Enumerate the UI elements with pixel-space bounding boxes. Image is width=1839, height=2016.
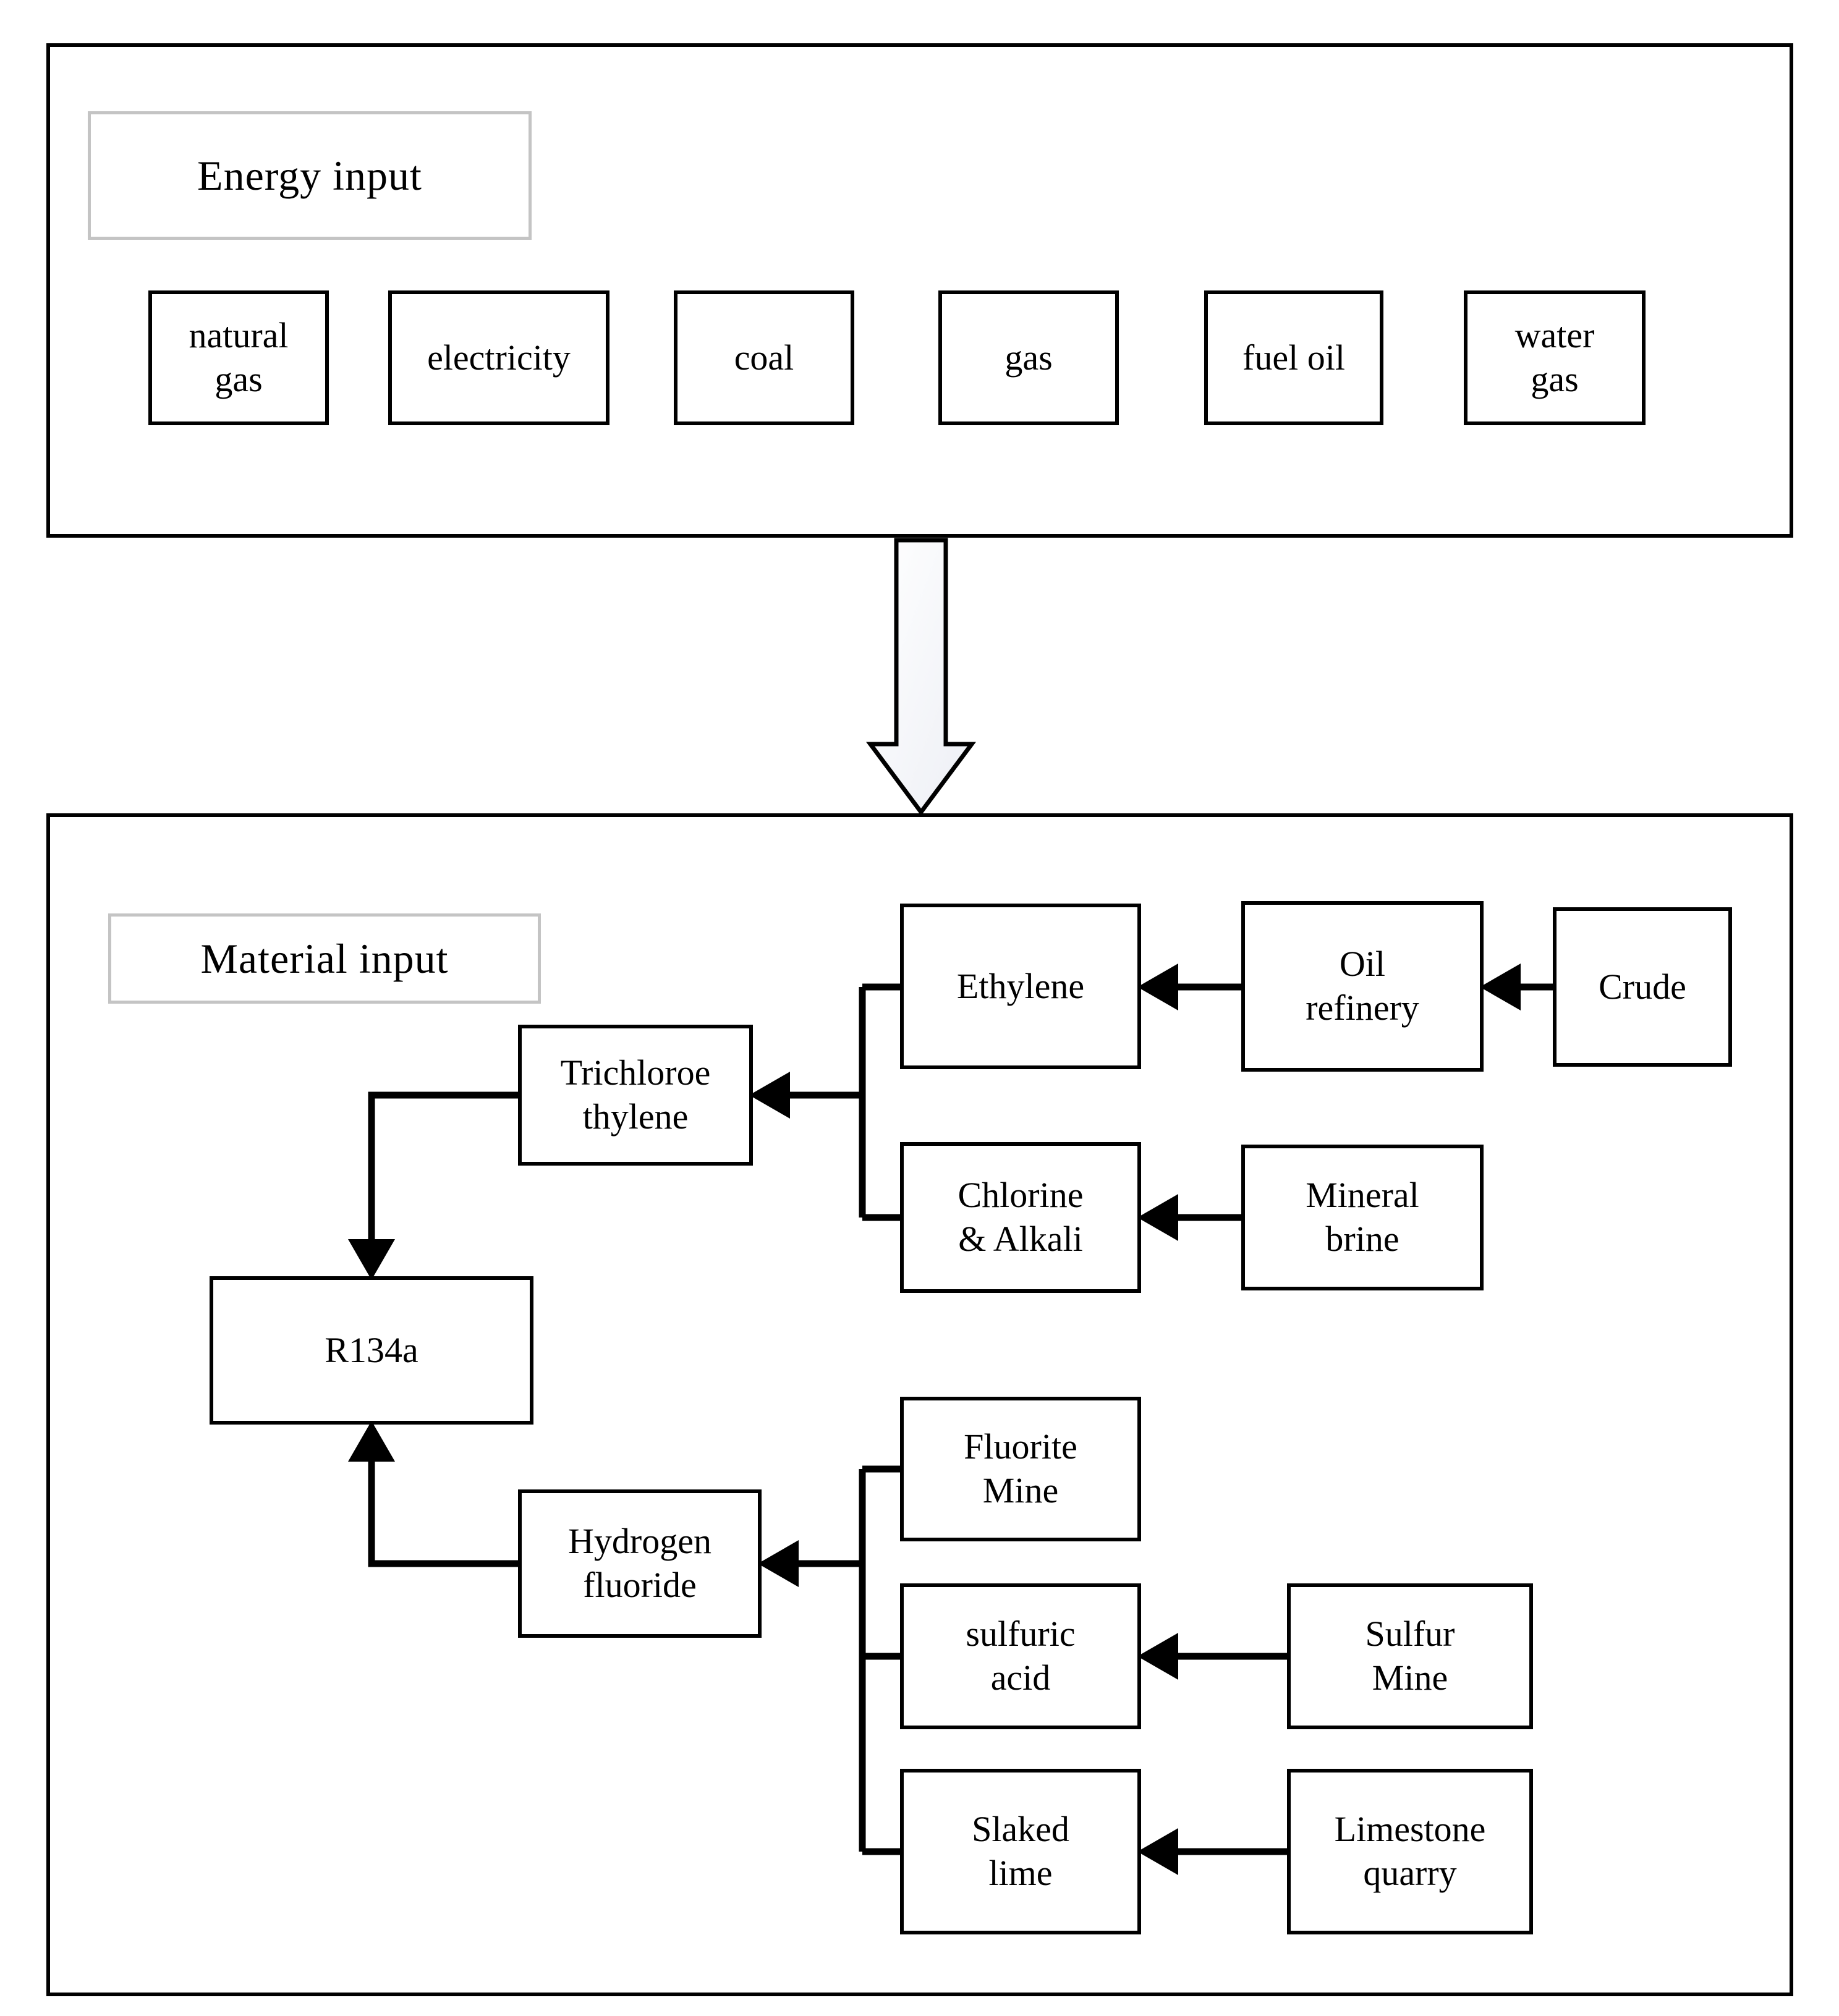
arrowhead-into-r134a-bottom: [348, 1421, 395, 1462]
connector-upper-trunk: [749, 983, 909, 1221]
arrowhead-into-trichloroethylene: [749, 1072, 790, 1119]
node-electricity: electricity: [388, 290, 609, 425]
arrowhead-into-slakedlime: [1137, 1828, 1178, 1875]
node-natural-gas: natural gas: [148, 290, 329, 425]
node-oil-refinery: Oil refinery: [1241, 901, 1484, 1072]
material-panel-label-text: Material input: [200, 934, 449, 982]
connector-trichloroethylene-to-r134a: [348, 1091, 523, 1280]
node-mineral-brine: Mineral brine: [1241, 1145, 1484, 1290]
energy-panel-label: Energy input: [88, 111, 532, 240]
arrowhead-into-sulfuricacid: [1137, 1633, 1178, 1680]
connector-hydrogenfluoride-to-r134a: [348, 1421, 523, 1567]
node-crude: Crude: [1553, 907, 1732, 1067]
arrowhead-into-hydrogenfluoride: [758, 1540, 799, 1587]
arrowhead-into-ethylene: [1137, 964, 1178, 1010]
material-panel-label: Material input: [108, 913, 541, 1004]
connector-lower-trunk: [758, 1465, 909, 1855]
connector-limestone-to-slakedlime: [1137, 1828, 1287, 1875]
node-sulfuric-acid: sulfuric acid: [900, 1583, 1141, 1729]
connector-oilrefinery-to-ethylene: [1137, 964, 1241, 1010]
node-fuel-oil: fuel oil: [1204, 290, 1383, 425]
node-limestone-quarry: Limestone quarry: [1287, 1769, 1533, 1934]
node-gas: gas: [938, 290, 1119, 425]
energy-panel-label-text: Energy input: [197, 151, 422, 199]
node-coal: coal: [674, 290, 854, 425]
connector-crude-to-oilrefinery: [1480, 964, 1553, 1010]
node-hydrogen-fluoride: Hydrogen fluoride: [518, 1489, 762, 1638]
node-ethylene: Ethylene: [900, 904, 1141, 1069]
arrowhead-into-oilrefinery: [1480, 964, 1521, 1010]
connector-mineralbrine-to-chlorine: [1137, 1194, 1241, 1241]
arrowhead-into-chlorine: [1137, 1194, 1178, 1241]
connector-sulfurmine-to-sulfuricacid: [1137, 1633, 1287, 1680]
node-trichloroethylene: Trichloroe thylene: [518, 1025, 753, 1166]
node-chlorine-alkali: Chlorine & Alkali: [900, 1142, 1141, 1293]
node-r134a: R134a: [210, 1276, 533, 1425]
arrowhead-into-r134a-top: [348, 1239, 395, 1280]
node-water-gas: water gas: [1464, 290, 1646, 425]
energy-to-material-arrow: [866, 538, 976, 816]
node-fluorite-mine: Fluorite Mine: [900, 1397, 1141, 1541]
node-sulfur-mine: Sulfur Mine: [1287, 1583, 1533, 1729]
node-slaked-lime: Slaked lime: [900, 1769, 1141, 1934]
